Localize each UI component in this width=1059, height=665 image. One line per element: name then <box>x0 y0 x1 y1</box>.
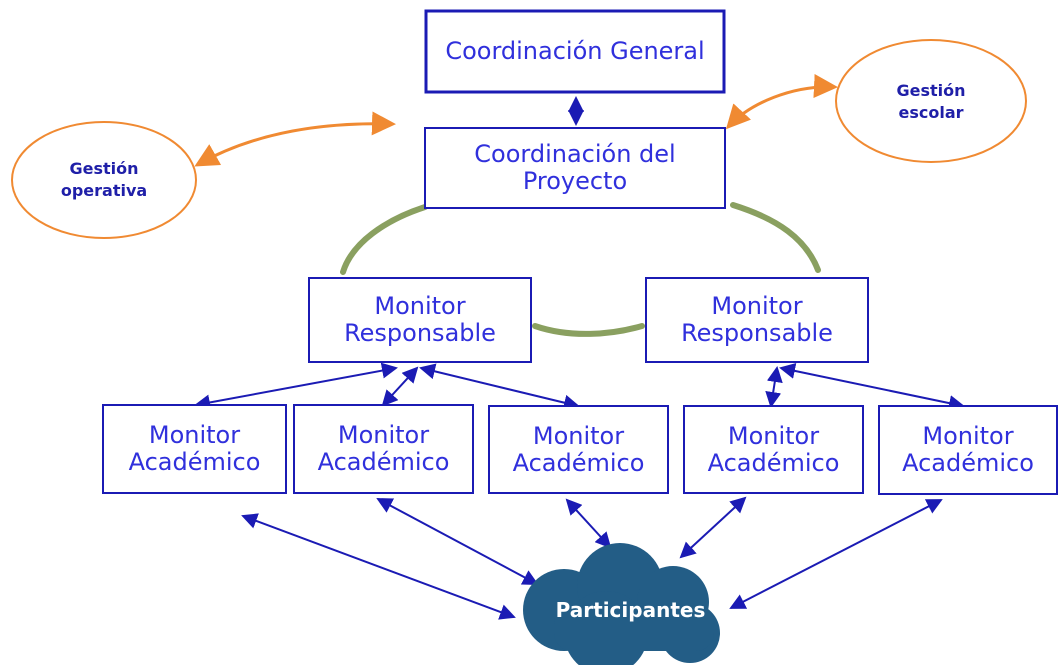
operational-management-arrow <box>194 111 396 167</box>
academic-2-to-participants-arrow <box>376 498 539 585</box>
right-responsible-to-academic-4-arrow <box>765 366 783 408</box>
academic-monitor-box-2 <box>293 404 474 494</box>
left-responsible-to-academic-3-arrow <box>419 363 580 411</box>
school-management-ellipse <box>835 39 1027 163</box>
left-responsible-to-academic-2-arrow <box>381 366 419 407</box>
academic-3-to-participants-arrow <box>565 498 612 549</box>
participants-cloud <box>523 543 720 665</box>
operational-management-ellipse <box>11 121 197 239</box>
project-to-responsible-left-link <box>340 204 428 275</box>
responsible-monitor-right-box <box>645 277 869 363</box>
left-responsible-to-academic-1-arrow <box>194 362 398 411</box>
responsible-monitor-left-box <box>308 277 532 363</box>
academic-monitor-box-3 <box>488 405 669 494</box>
project-coordination-box <box>424 127 726 209</box>
responsible-monitors-link <box>532 323 645 337</box>
academic-monitor-box-4 <box>683 405 864 494</box>
school-management-arrow <box>725 74 838 130</box>
project-to-responsible-right-link <box>730 202 821 273</box>
right-responsible-to-academic-5-arrow <box>779 363 965 411</box>
academic-5-to-participants-arrow <box>729 499 943 609</box>
academic-4-to-participants-arrow <box>679 496 747 559</box>
academic-1-to-participants-arrow <box>241 513 516 620</box>
academic-monitor-box-1 <box>102 404 287 494</box>
general-coordination-box <box>424 9 726 94</box>
academic-monitor-box-5 <box>878 405 1058 495</box>
